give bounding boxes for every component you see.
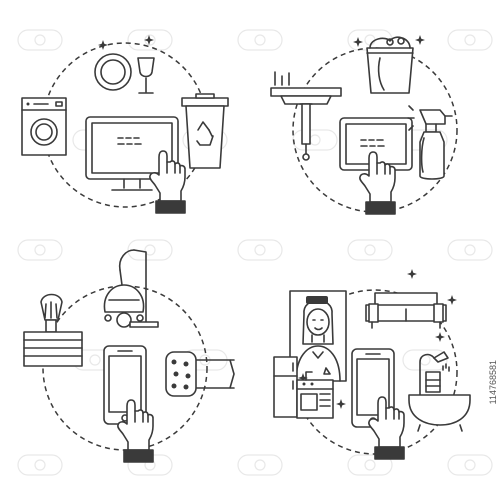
sponge-icon: [165, 351, 235, 397]
panel-home-maid: [273, 269, 471, 460]
kitchen-icon: [273, 356, 334, 419]
wineglass-icon: [137, 57, 155, 94]
sparkle-icon: [98, 40, 108, 50]
sparkle-icon: [415, 35, 425, 45]
window-squeegee-icon: [270, 71, 342, 161]
dish-icon: [94, 53, 132, 91]
bucket-icon: [366, 36, 414, 94]
stock-image-id: 114768581: [488, 360, 498, 405]
monitor-icon: [85, 116, 179, 191]
sparkle-icon: [144, 35, 154, 45]
vacuum-cleaner-icon: [103, 249, 159, 328]
washing-machine-icon: [21, 97, 67, 156]
sofa-icon: [365, 292, 447, 329]
panel-dishes-laundry: [21, 35, 229, 214]
sparkle-icon: [447, 295, 457, 305]
bathtub-icon: [408, 351, 471, 432]
panel-windows-tablet: [270, 35, 458, 215]
sparkle-icon: [435, 332, 445, 342]
sparkle-icon: [336, 399, 346, 409]
sparkle-icon: [353, 37, 363, 47]
recycle-bin-icon: [181, 93, 229, 169]
sparkle-icon: [407, 269, 417, 279]
panel-floor-cleaning: [23, 249, 235, 463]
maid-icon: [289, 290, 347, 382]
spray-bottle-icon: [407, 105, 453, 180]
mop-icon: [23, 293, 83, 367]
